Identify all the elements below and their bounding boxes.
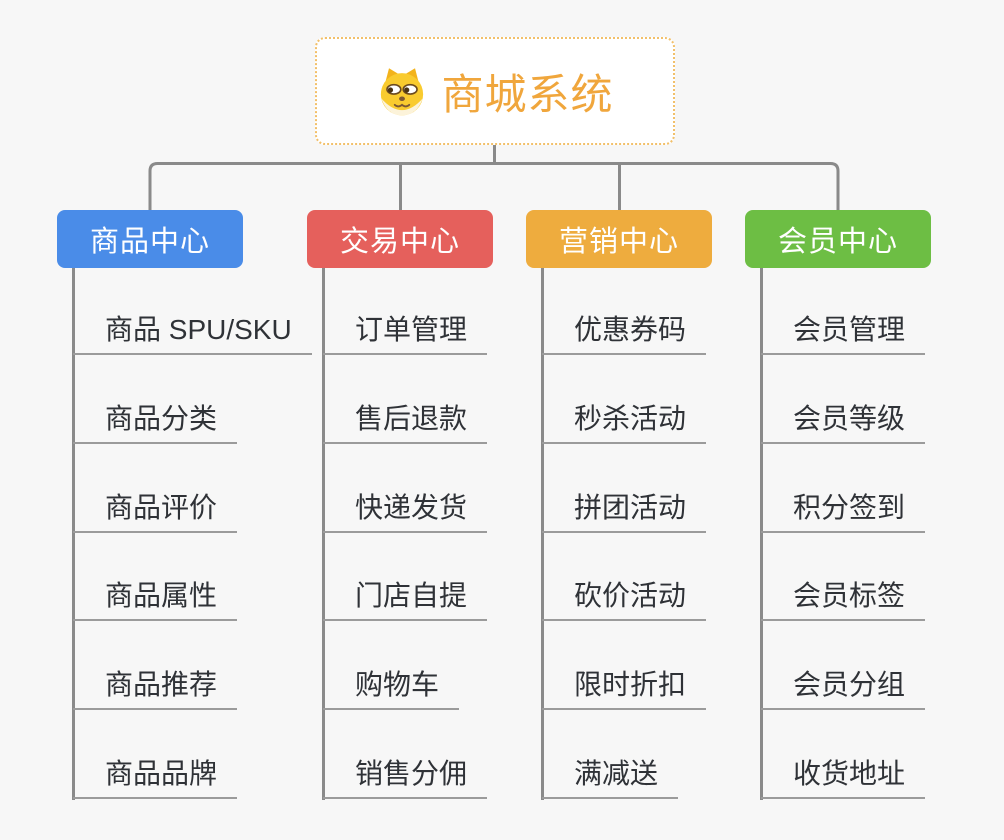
sub-topic[interactable]: 限时折扣 [542, 667, 707, 711]
sub-topic[interactable]: 商品属性 [73, 578, 238, 622]
sub-topic[interactable]: 优惠券码 [542, 312, 707, 355]
sub-topic[interactable]: 购物车 [323, 667, 460, 711]
sub-topic[interactable]: 商品品牌 [73, 756, 238, 799]
sub-topic[interactable]: 销售分佣 [323, 756, 488, 799]
branch-node-3[interactable]: 营销中心 [526, 210, 712, 268]
sub-topic[interactable]: 商品分类 [73, 401, 238, 444]
branch-spine [759, 268, 763, 800]
branch-label: 会员中心 [777, 226, 898, 258]
branch-label: 营销中心 [558, 226, 679, 258]
sub-topic[interactable]: 砍价活动 [542, 578, 707, 622]
branch-node-2[interactable]: 交易中心 [307, 210, 493, 268]
sub-topic[interactable]: 会员管理 [761, 312, 926, 355]
sub-topic[interactable]: 积分签到 [761, 490, 926, 533]
sub-topic[interactable]: 商品推荐 [73, 667, 238, 711]
sub-topic[interactable]: 满减送 [542, 756, 679, 799]
sub-topic[interactable]: 会员标签 [761, 578, 926, 622]
branch-spine [321, 268, 325, 800]
sub-topic[interactable]: 会员分组 [761, 667, 926, 711]
branch-node-4[interactable]: 会员中心 [745, 210, 931, 268]
sub-topic[interactable]: 订单管理 [323, 312, 488, 355]
root-title: 商城系统 [441, 70, 614, 118]
branch-bus [148, 162, 840, 210]
branch-label: 商品中心 [89, 226, 210, 258]
root-node[interactable]: 商城系统 [315, 37, 675, 145]
sub-topic[interactable]: 秒杀活动 [542, 401, 707, 444]
sub-topic[interactable]: 商品 SPU/SKU [73, 312, 312, 355]
sub-topic[interactable]: 快递发货 [323, 490, 488, 533]
branch-spine [71, 268, 75, 800]
sub-topic[interactable]: 收货地址 [761, 756, 926, 799]
branch-label: 交易中心 [339, 226, 460, 258]
sub-topic[interactable]: 会员等级 [761, 401, 926, 444]
shiba-dog-icon [376, 65, 428, 117]
sub-topic[interactable]: 商品评价 [73, 490, 238, 533]
branch-node-1[interactable]: 商品中心 [57, 210, 243, 268]
sub-topic[interactable]: 售后退款 [323, 401, 488, 444]
sub-topic[interactable]: 拼团活动 [542, 490, 707, 533]
sub-topic[interactable]: 门店自提 [323, 578, 488, 622]
branch-spine [540, 268, 544, 800]
